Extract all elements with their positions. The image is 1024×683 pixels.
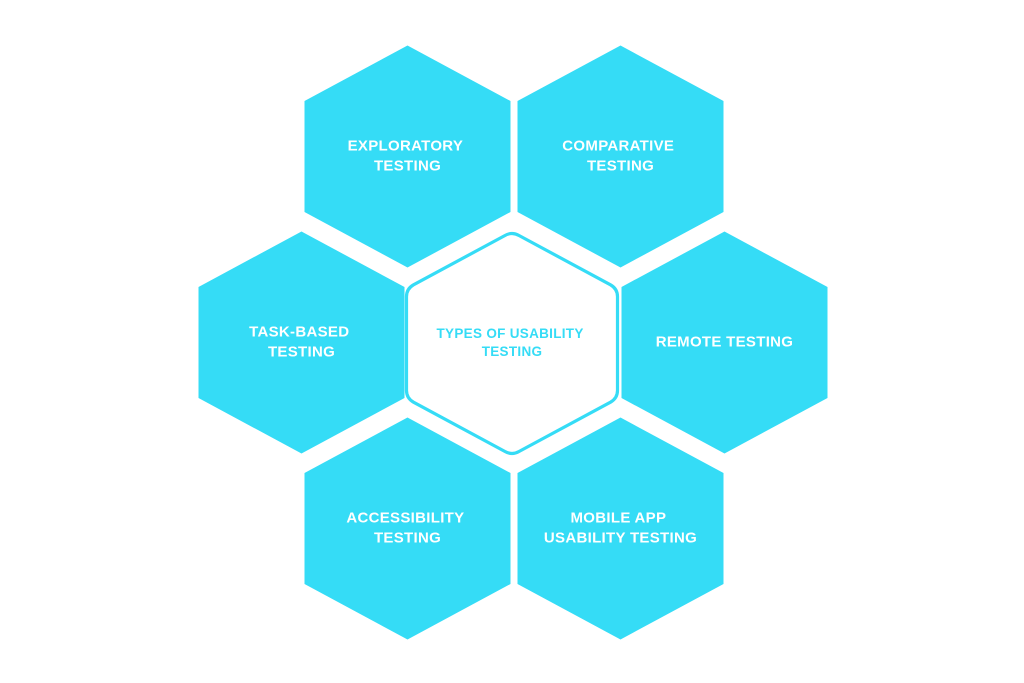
hexagon-task-based-testing[interactable]: TASK-BASED TESTING: [198, 231, 405, 454]
hexagon-label: EXPLORATORY TESTING: [348, 137, 468, 174]
label-line: TASK-BASED: [249, 323, 349, 340]
label-line: MOBILE APP: [571, 509, 667, 526]
hexagon-label: MOBILE APP USABILITY TESTING: [544, 509, 697, 546]
label-line: TESTING: [587, 157, 654, 174]
label-line: TESTING: [374, 529, 441, 546]
hexagon-comparative-testing[interactable]: COMPARATIVE TESTING: [517, 45, 724, 268]
label-line: TESTING: [482, 344, 543, 359]
hexagon-label: ACCESSIBILITY TESTING: [346, 509, 468, 546]
label-line: REMOTE TESTING: [656, 333, 794, 350]
hexagon-accessibility-testing[interactable]: ACCESSIBILITY TESTING: [304, 417, 511, 640]
hexagon-remote-testing[interactable]: REMOTE TESTING: [621, 231, 828, 454]
hexagon-mobile-app-usability-testing[interactable]: MOBILE APP USABILITY TESTING: [517, 417, 724, 640]
label-line: EXPLORATORY: [348, 137, 463, 154]
label-line: TYPES OF USABILITY: [437, 326, 584, 341]
label-line: USABILITY TESTING: [544, 529, 697, 546]
hexagon-label: REMOTE TESTING: [656, 333, 794, 350]
hexagon-shape: [304, 45, 511, 268]
hexagon-label: TYPES OF USABILITY TESTING: [437, 326, 588, 359]
hexagon-shape: [198, 231, 405, 454]
label-line: TESTING: [374, 157, 441, 174]
label-line: TESTING: [268, 343, 335, 360]
hexagon-shape: [517, 417, 724, 640]
hexagon-types-of-usability-testing[interactable]: TYPES OF USABILITY TESTING: [404, 231, 620, 456]
hexagon-shape: [621, 231, 828, 454]
hexagon-shape: [304, 417, 511, 640]
label-line: ACCESSIBILITY: [346, 509, 464, 526]
hexagon-label: TASK-BASED TESTING: [249, 323, 354, 360]
hexagon-exploratory-testing[interactable]: EXPLORATORY TESTING: [304, 45, 511, 268]
label-line: COMPARATIVE: [562, 137, 674, 154]
hexagon-outline-shape: [404, 231, 620, 456]
hexagon-shape: [517, 45, 724, 268]
hexagon-label: COMPARATIVE TESTING: [562, 137, 678, 174]
